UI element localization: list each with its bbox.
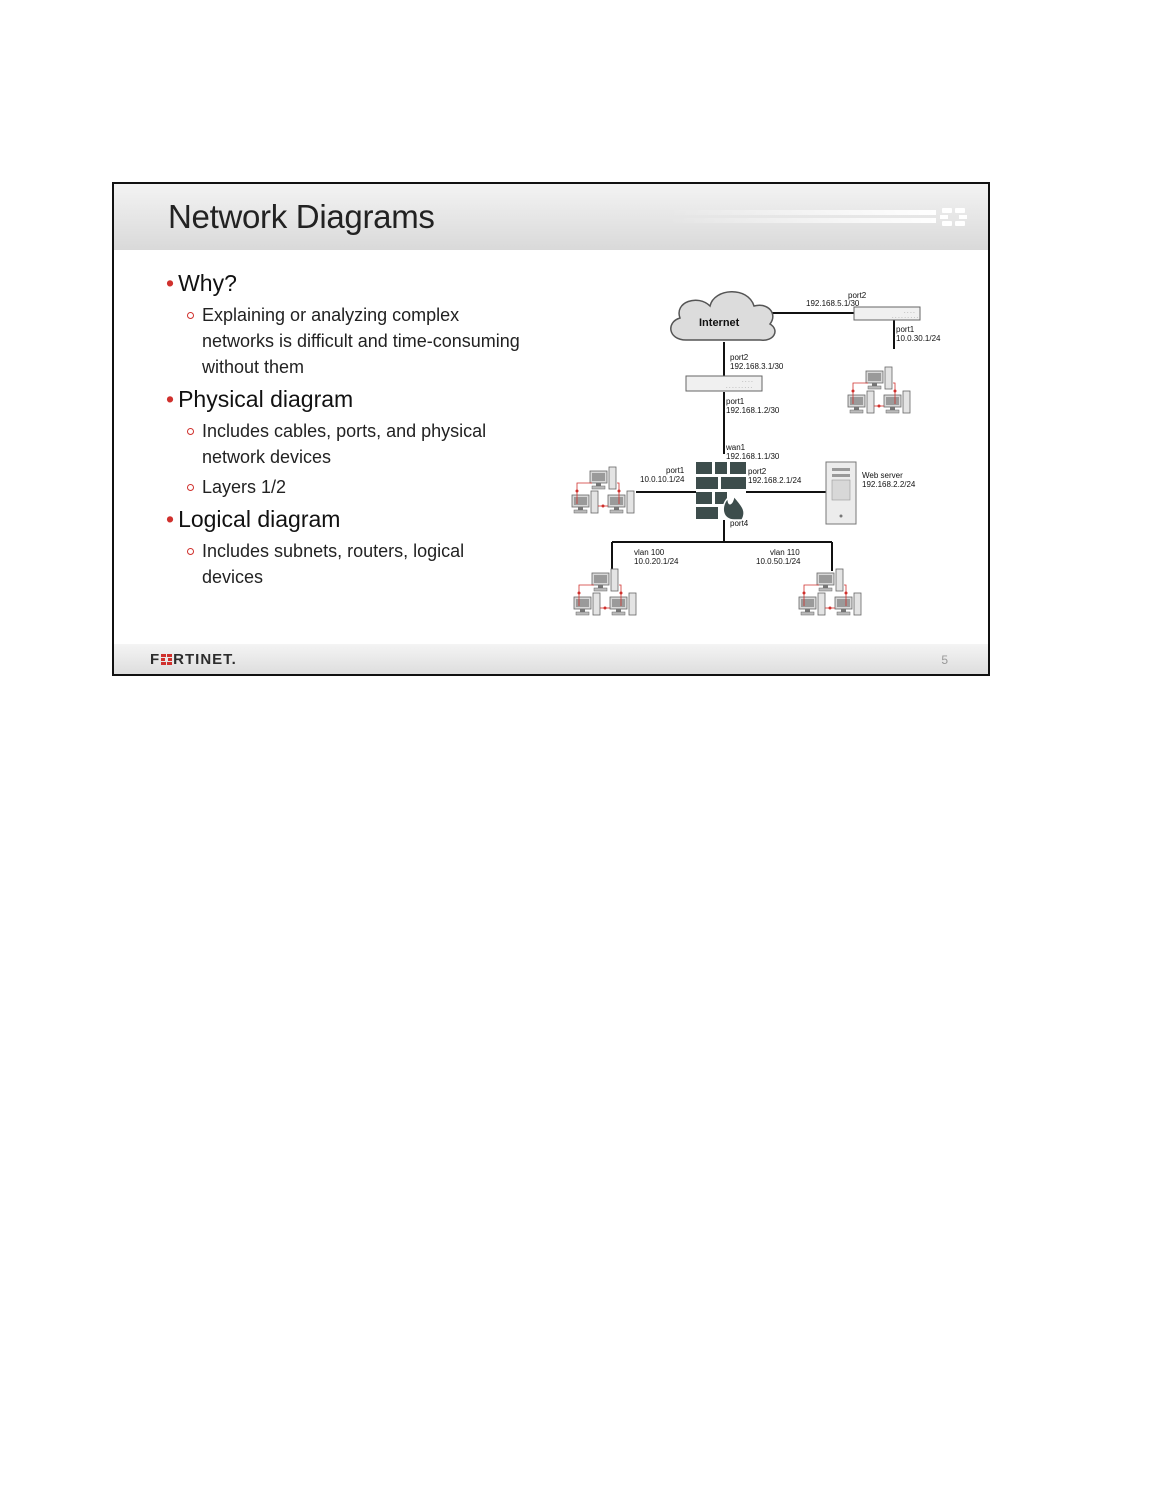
bullet-logical-diagram: •Logical diagram <box>166 506 341 532</box>
ring-bullet-icon <box>187 548 194 555</box>
svg-text:· · · · · · · · ·: · · · · · · · · · <box>892 315 918 321</box>
port-label: port2 <box>748 467 767 476</box>
ring-bullet-icon <box>187 484 194 491</box>
bullet-physical-diagram: •Physical diagram <box>166 386 354 412</box>
ip-label: 192.168.5.1/30 <box>806 299 860 308</box>
ip-label: 10.0.10.1/24 <box>640 475 685 484</box>
ip-label: 192.168.1.1/30 <box>726 452 780 461</box>
workstation-group-icon <box>572 467 634 513</box>
vlan-label: vlan 100 <box>634 548 665 557</box>
sub-bullet: Explaining or analyzing complex networks… <box>166 302 526 380</box>
workstation-group-icon <box>848 367 910 413</box>
server-label: Web server <box>862 471 903 480</box>
ip-label: 10.0.20.1/24 <box>634 557 679 566</box>
ip-label: 192.168.3.1/30 <box>730 362 784 371</box>
ip-label: 192.168.2.2/24 <box>862 480 916 489</box>
sub-bullet: Layers 1/2 <box>166 474 526 500</box>
port-label: port1 <box>896 325 915 334</box>
slide-title: Network Diagrams <box>168 198 435 235</box>
title-bar: Network Diagrams <box>114 184 988 250</box>
ip-label: 192.168.1.2/30 <box>726 406 780 415</box>
workstation-group-icon <box>574 569 636 615</box>
router-icon: · · · · · · · · · · · · · <box>853 306 921 321</box>
fortinet-mark-icon <box>940 208 967 226</box>
workstation-group-icon <box>799 569 861 615</box>
internet-label: Internet <box>699 317 740 329</box>
bullet-why: •Why? <box>166 270 237 296</box>
sub-bullet: Includes cables, ports, and physical net… <box>166 418 526 470</box>
svg-text:· · · ·: · · · · <box>742 379 753 385</box>
svg-text:· · · · · · · · ·: · · · · · · · · · <box>726 385 752 391</box>
bullet-dot-icon: • <box>166 270 175 296</box>
cloud-icon <box>670 291 776 341</box>
router-icon: · · · · · · · · · · · · · <box>685 375 763 392</box>
server-icon <box>825 461 857 525</box>
logo-mark-icon <box>161 652 173 665</box>
ring-bullet-icon <box>187 312 194 319</box>
port-label: port2 <box>730 353 749 362</box>
decorative-pattern <box>668 208 967 226</box>
ip-label: 10.0.50.1/24 <box>756 557 801 566</box>
port-label: port2 <box>848 291 867 300</box>
firewall-icon <box>696 462 746 521</box>
network-diagram: Internet · · · · · · · · · · · · · · · ·… <box>564 291 941 624</box>
svg-text:· · · ·: · · · · <box>904 310 915 316</box>
port-label: port4 <box>730 519 749 528</box>
page-number: 5 <box>941 653 948 667</box>
port-label: port1 <box>666 466 685 475</box>
bullet-dot-icon: • <box>166 386 175 412</box>
port-label: wan1 <box>725 443 746 452</box>
vlan-label: vlan 110 <box>770 548 800 557</box>
ip-label: 10.0.30.1/24 <box>896 334 941 343</box>
port-label: port1 <box>726 397 745 406</box>
bullet-dot-icon: • <box>166 506 175 532</box>
ring-bullet-icon <box>187 428 194 435</box>
sub-bullet: Includes subnets, routers, logical devic… <box>166 538 526 590</box>
ip-label: 192.168.2.1/24 <box>748 476 802 485</box>
slide: Network Diagrams •Why? <box>112 182 990 676</box>
bullet-list: •Why? Explaining or analyzing complex ne… <box>166 268 526 594</box>
